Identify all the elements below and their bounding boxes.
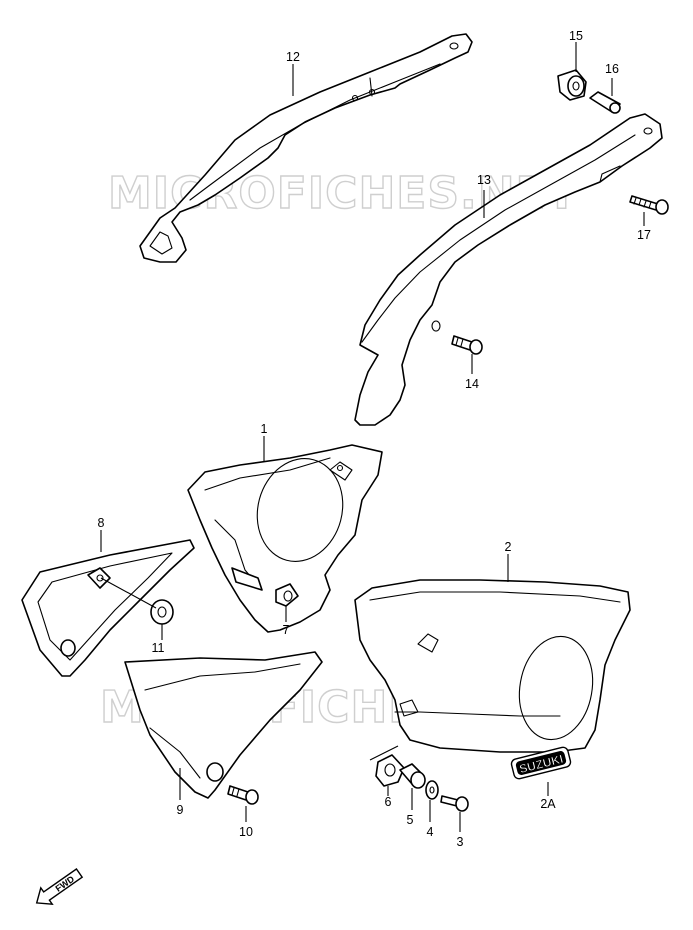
callout-5: 5 [407,813,414,827]
part-2-side-cover [354,579,631,753]
callout-7: 7 [283,623,290,637]
callout-16: 16 [605,62,619,76]
callout-2: 2 [505,540,512,554]
callout-14: 14 [465,377,479,391]
part-17-bolt [629,195,669,215]
callout-13: 13 [477,173,491,187]
callout-6: 6 [385,795,392,809]
part-5-collar [399,763,426,789]
callout-12: 12 [286,50,300,64]
callouts: 12 15 16 13 17 14 1 8 2 7 11 9 10 6 5 4 … [98,29,651,849]
callout-1: 1 [261,422,268,436]
callout-9: 9 [177,803,184,817]
fwd-arrow-icon: FWD [35,868,84,906]
part-6-grommet [375,754,405,787]
callout-15: 15 [569,29,583,43]
part-3-bolt [440,795,469,812]
part-1-bracket [187,444,383,633]
callout-17: 17 [637,228,651,242]
part-8-side-panel [21,539,195,677]
part-9-side-panel [124,651,323,799]
part-10-bolt [227,785,259,805]
callout-4: 4 [427,825,434,839]
callout-3: 3 [457,835,464,849]
part-13-frame-cover [354,113,663,426]
callout-11: 11 [152,641,165,655]
part-15-grommet [557,69,587,101]
callout-10: 10 [239,825,253,839]
leader-lines [100,42,645,832]
part-16-collar [589,91,621,114]
part-12-frame-cover [139,33,473,263]
callout-8: 8 [98,516,105,530]
part-11-grommet [150,599,174,625]
part-14-bolt [451,335,483,355]
callout-2a: 2A [540,797,556,811]
part-4-washer [425,780,439,800]
